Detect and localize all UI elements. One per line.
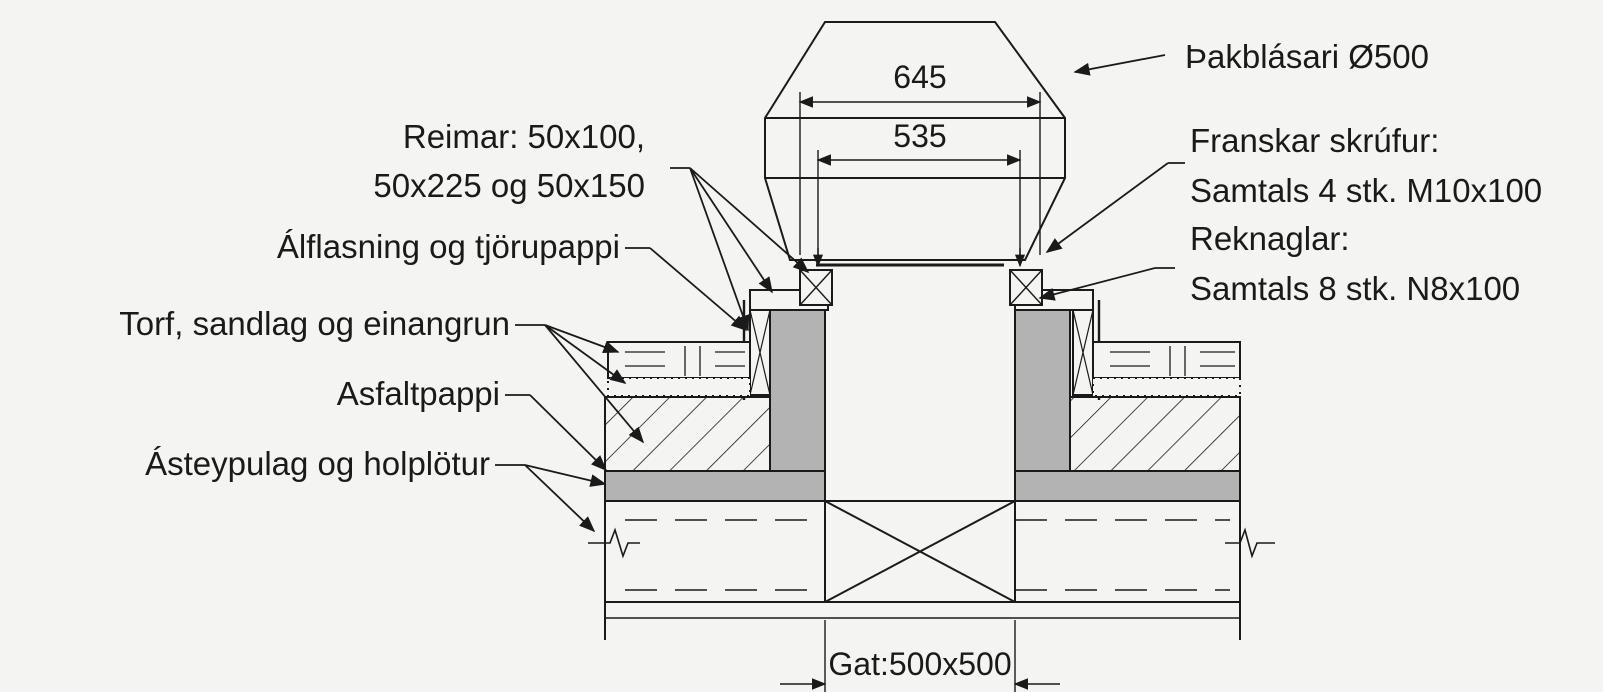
left-curb: [742, 269, 833, 501]
dim-535-label: 535: [893, 118, 946, 154]
flashing-label: Álflasning og tjörupappi: [277, 228, 620, 265]
bolts-label-line1: Franskar skrúfur:: [1190, 122, 1439, 159]
beams-label-line2: 50x225 og 50x150: [373, 167, 645, 204]
nails-label-line2: Samtals 8 stk. N8x100: [1190, 270, 1520, 307]
asphalt-label: Asfaltpappi: [337, 375, 500, 412]
beams-label-line1: Reimar: 50x100,: [403, 118, 645, 155]
leader-lines: [495, 54, 1185, 533]
concrete-label: Ásteypulag og holplötur: [145, 445, 490, 482]
right-roof-layers: [1014, 341, 1241, 502]
nails-label-line1: Reknaglar:: [1190, 220, 1350, 257]
dim-645-label: 645: [893, 59, 946, 95]
layers-label: Torf, sandlag og einangrun: [119, 305, 510, 342]
fan-label: Þakblásari Ø500: [1185, 38, 1429, 75]
roof-opening: [780, 500, 1060, 692]
fan-anchor-arrows: [812, 248, 1026, 268]
bolts-label-line2: Samtals 4 stk. M10x100: [1190, 172, 1542, 209]
opening-label: Gat:500x500: [828, 646, 1011, 682]
